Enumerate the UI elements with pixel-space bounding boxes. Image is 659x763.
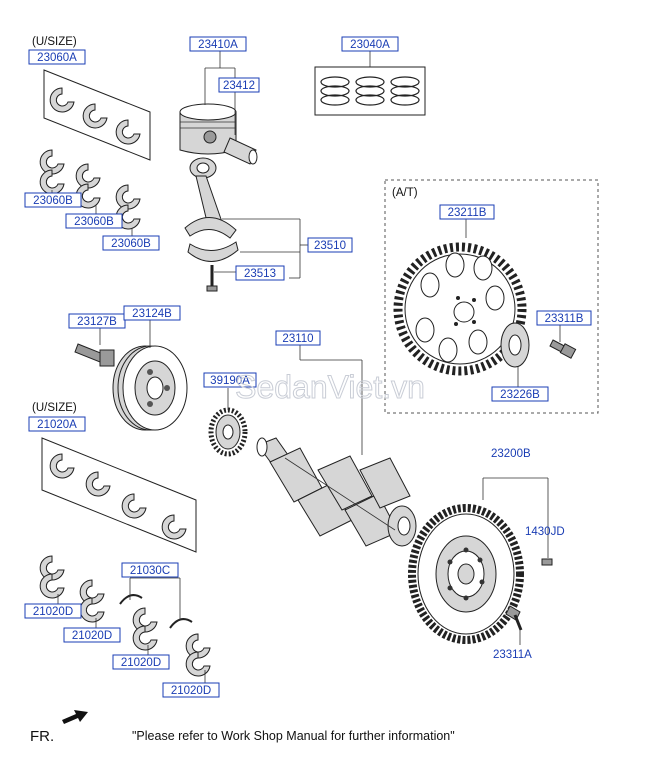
svg-text:23127B: 23127B xyxy=(77,316,117,328)
svg-text:23060A: 23060A xyxy=(37,52,77,64)
label-21020D-4[interactable]: 21020D xyxy=(162,682,220,698)
label-23040A[interactable]: 23040A xyxy=(341,36,399,52)
adapter-plate xyxy=(500,322,530,368)
svg-text:21020D: 21020D xyxy=(171,685,211,697)
rod-bolt xyxy=(206,265,218,292)
svg-text:23211B: 23211B xyxy=(448,207,487,219)
front-marker-text: FR. xyxy=(30,728,54,745)
label-23110[interactable]: 23110 xyxy=(275,330,321,346)
rod-cap xyxy=(187,241,239,262)
svg-text:39190A: 39190A xyxy=(210,375,250,387)
upper-bearing-set xyxy=(43,69,151,161)
label-23226B[interactable]: 23226B xyxy=(491,386,549,402)
crankshaft xyxy=(256,437,417,547)
label-23412[interactable]: 23412 xyxy=(218,77,260,93)
front-arrow-icon xyxy=(62,710,88,724)
svg-text:23311B: 23311B xyxy=(545,313,584,325)
label-21020A[interactable]: 21020A xyxy=(28,416,86,432)
label-23200B[interactable]: 23200B xyxy=(491,448,531,460)
label-39190A[interactable]: 39190A xyxy=(203,372,257,388)
crank-pulley xyxy=(112,345,188,431)
label-21020D-1[interactable]: 21020D xyxy=(24,603,82,619)
svg-text:23110: 23110 xyxy=(282,333,313,345)
label-23311B[interactable]: 23311B xyxy=(536,310,592,326)
svg-text:23226B: 23226B xyxy=(500,389,540,401)
usize-label-top: (U/SIZE) xyxy=(32,36,77,48)
label-21020D-2[interactable]: 21020D xyxy=(63,627,121,643)
dowel-pin xyxy=(541,558,553,566)
label-23510[interactable]: 23510 xyxy=(307,237,353,253)
main-bearing-shells-21020D xyxy=(39,555,211,677)
label-23410A[interactable]: 23410A xyxy=(189,36,247,52)
piston-pin xyxy=(223,137,258,165)
label-23060A[interactable]: 23060A xyxy=(28,49,86,65)
thrust-washers xyxy=(119,594,193,629)
flywheel-bolt xyxy=(505,605,523,631)
manual-note: "Please refer to Work Shop Manual for fu… xyxy=(132,729,455,743)
svg-text:23410A: 23410A xyxy=(198,39,238,51)
at-label: (A/T) xyxy=(392,187,418,199)
svg-text:21020D: 21020D xyxy=(33,606,73,618)
svg-text:21030C: 21030C xyxy=(130,565,170,577)
svg-text:21020A: 21020A xyxy=(37,419,77,431)
label-23060B-1[interactable]: 23060B xyxy=(24,192,82,208)
svg-text:23513: 23513 xyxy=(244,268,276,280)
label-23211B[interactable]: 23211B xyxy=(439,204,495,220)
svg-text:23510: 23510 xyxy=(314,240,346,252)
svg-text:23124B: 23124B xyxy=(132,308,172,320)
pulley-bolt xyxy=(74,343,115,367)
svg-text:23060B: 23060B xyxy=(74,216,114,228)
svg-text:23040A: 23040A xyxy=(350,39,390,51)
usize-label-bottom: (U/SIZE) xyxy=(32,402,77,414)
label-21030C[interactable]: 21030C xyxy=(121,562,179,578)
svg-text:23060B: 23060B xyxy=(111,238,151,250)
at-region-box xyxy=(384,179,599,414)
label-23311A[interactable]: 23311A xyxy=(493,649,532,661)
watermark: SedanViet.vn xyxy=(235,369,425,405)
label-23124B[interactable]: 23124B xyxy=(123,305,181,321)
drive-plate-bolt xyxy=(549,339,577,359)
label-1430JD[interactable]: 1430JD xyxy=(525,526,565,538)
drive-plate xyxy=(393,242,527,376)
svg-text:23060B: 23060B xyxy=(33,195,73,207)
label-23060B-3[interactable]: 23060B xyxy=(102,235,160,251)
svg-text:23412: 23412 xyxy=(223,80,255,92)
piston-ring-set xyxy=(314,66,426,116)
svg-text:21020D: 21020D xyxy=(72,630,112,642)
label-23060B-2[interactable]: 23060B xyxy=(65,213,123,229)
label-21020D-3[interactable]: 21020D xyxy=(112,654,170,670)
svg-text:21020D: 21020D xyxy=(121,657,161,669)
label-23513[interactable]: 23513 xyxy=(235,265,285,281)
connecting-rod xyxy=(184,157,237,239)
lower-bearing-set xyxy=(41,437,197,553)
label-23127B[interactable]: 23127B xyxy=(68,313,126,329)
crank-sprocket xyxy=(208,407,248,457)
flywheel xyxy=(408,504,524,644)
